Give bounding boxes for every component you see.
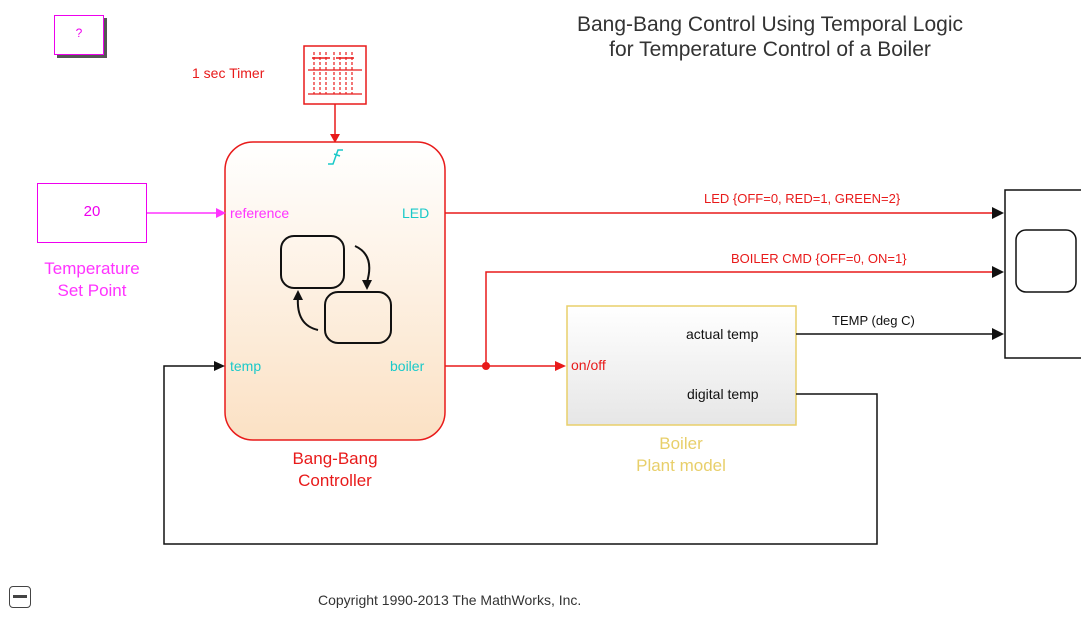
state-chart-icon xyxy=(280,235,392,344)
boiler-plant-block[interactable] xyxy=(566,305,797,426)
plant-caption: Boiler Plant model xyxy=(616,433,746,477)
boiler-cmd-signal-label: BOILER CMD {OFF=0, ON=1} xyxy=(731,251,907,266)
reference-port-label: reference xyxy=(230,205,290,221)
title-line-2: for Temperature Control of a Boiler xyxy=(609,38,931,61)
collapse-button[interactable] xyxy=(9,586,31,608)
boiler-signal-wire xyxy=(445,266,1004,371)
led-signal-label: LED {OFF=0, RED=1, GREEN=2} xyxy=(704,191,901,206)
help-button[interactable]: ? xyxy=(54,15,104,55)
led-port-label: LED xyxy=(402,205,430,221)
bang-bang-controller-block[interactable] xyxy=(224,141,446,441)
boiler-port-label: boiler xyxy=(390,358,425,374)
trigger-icon xyxy=(328,149,343,165)
timer-block[interactable] xyxy=(303,45,367,105)
plant-caption-line-1: Boiler xyxy=(659,434,703,453)
diagram-title: Bang-Bang Control Using Temporal Logic f… xyxy=(480,12,1060,62)
feedback-wire xyxy=(163,361,878,545)
setpoint-caption-line-1: Temperature xyxy=(44,259,140,278)
led-signal-wire xyxy=(445,207,1004,219)
timer-label: 1 sec Timer xyxy=(192,65,265,81)
controller-caption: Bang-Bang Controller xyxy=(255,448,415,492)
setpoint-caption-line-2: Set Point xyxy=(57,281,127,300)
controller-caption-line-2: Controller xyxy=(298,471,372,490)
actual-temp-port-label: actual temp xyxy=(686,326,759,342)
temp-port-label: temp xyxy=(230,358,262,374)
digital-temp-port-label: digital temp xyxy=(687,386,759,402)
temp-signal-wire xyxy=(796,328,1004,340)
onoff-port-label: on/off xyxy=(571,357,606,373)
timer-trigger-wire xyxy=(330,104,340,143)
setpoint-caption: Temperature Set Point xyxy=(22,258,162,302)
setpoint-wire xyxy=(147,208,226,218)
copyright-text: Copyright 1990-2013 The MathWorks, Inc. xyxy=(318,592,582,608)
controller-caption-line-1: Bang-Bang xyxy=(292,449,378,468)
plant-caption-line-2: Plant model xyxy=(636,456,726,475)
scope-block[interactable] xyxy=(1004,189,1081,359)
title-line-1: Bang-Bang Control Using Temporal Logic xyxy=(577,13,963,36)
setpoint-block[interactable]: 20 xyxy=(37,183,147,243)
temp-signal-label: TEMP (deg C) xyxy=(832,313,915,328)
